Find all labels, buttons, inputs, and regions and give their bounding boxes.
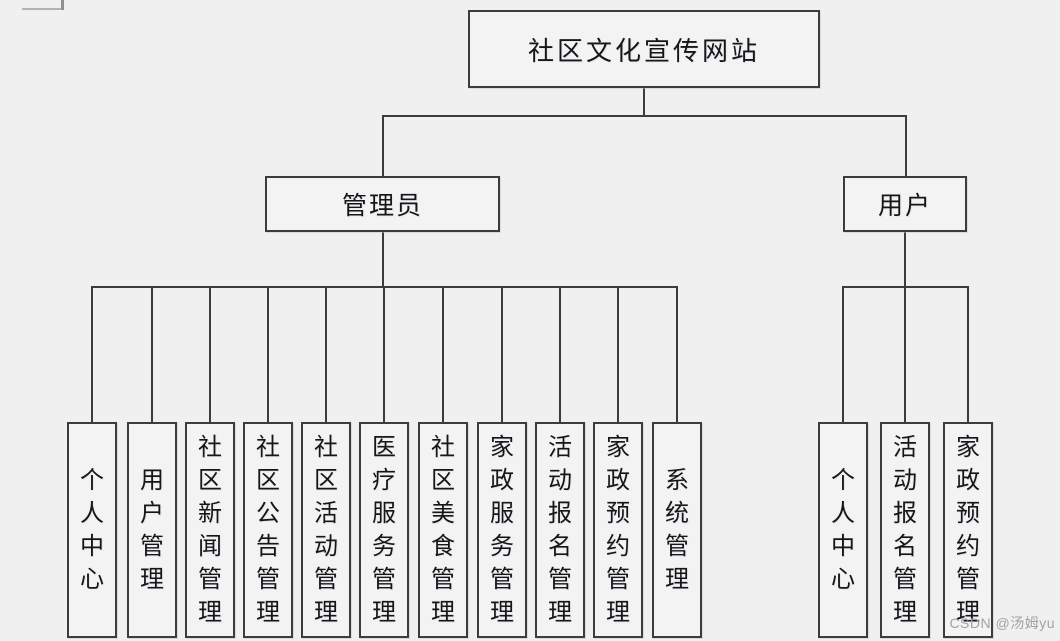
leaf-label: 家政预约管理 bbox=[956, 434, 980, 626]
leaf-admin-community-news: 社区新闻管理 bbox=[185, 422, 235, 638]
leaf-label: 个人中心 bbox=[80, 467, 104, 593]
leaf-label: 社区新闻管理 bbox=[198, 434, 222, 626]
top-left-artifact-corner bbox=[61, 0, 64, 10]
leaf-label: 用户管理 bbox=[140, 467, 164, 593]
top-left-artifact-line bbox=[22, 8, 63, 10]
leaf-admin-housekeeping-service: 家政服务管理 bbox=[477, 422, 527, 638]
leaf-admin-community-activity: 社区活动管理 bbox=[301, 422, 351, 638]
leaf-admin-community-food: 社区美食管理 bbox=[418, 422, 468, 638]
leaf-label: 个人中心 bbox=[831, 467, 855, 593]
node-user: 用户 bbox=[843, 176, 967, 232]
leaf-label: 社区活动管理 bbox=[314, 434, 338, 626]
leaf-label: 活动报名管理 bbox=[548, 434, 572, 626]
leaf-label: 家政服务管理 bbox=[490, 434, 514, 626]
leaf-label: 社区公告管理 bbox=[256, 434, 280, 626]
leaf-admin-medical-service: 医疗服务管理 bbox=[359, 422, 409, 638]
node-user-label: 用户 bbox=[877, 192, 932, 220]
node-root-label: 社区文化宣传网站 bbox=[527, 35, 760, 66]
leaf-admin-activity-signup: 活动报名管理 bbox=[535, 422, 585, 638]
leaf-label: 医疗服务管理 bbox=[372, 434, 396, 626]
leaf-admin-community-notice: 社区公告管理 bbox=[243, 422, 293, 638]
node-root: 社区文化宣传网站 bbox=[468, 10, 820, 88]
leaf-user-activity-signup: 活动报名管理 bbox=[880, 422, 930, 638]
leaf-admin-personal-center: 个人中心 bbox=[67, 422, 117, 638]
leaf-label: 系统管理 bbox=[665, 467, 689, 593]
leaf-label: 家政预约管理 bbox=[606, 434, 630, 626]
csdn-watermark: CSDN @汤姆yu bbox=[949, 615, 1055, 631]
leaf-label: 社区美食管理 bbox=[431, 434, 455, 626]
leaf-admin-housekeeping-booking: 家政预约管理 bbox=[593, 422, 643, 638]
leaf-admin-system-management: 系统管理 bbox=[652, 422, 702, 638]
leaf-user-personal-center: 个人中心 bbox=[818, 422, 868, 638]
leaf-label: 活动报名管理 bbox=[893, 434, 917, 626]
leaf-user-housekeeping-booking: 家政预约管理 bbox=[943, 422, 993, 638]
node-admin-label: 管理员 bbox=[341, 192, 423, 220]
leaf-admin-user-management: 用户管理 bbox=[127, 422, 177, 638]
node-admin: 管理员 bbox=[265, 176, 500, 232]
